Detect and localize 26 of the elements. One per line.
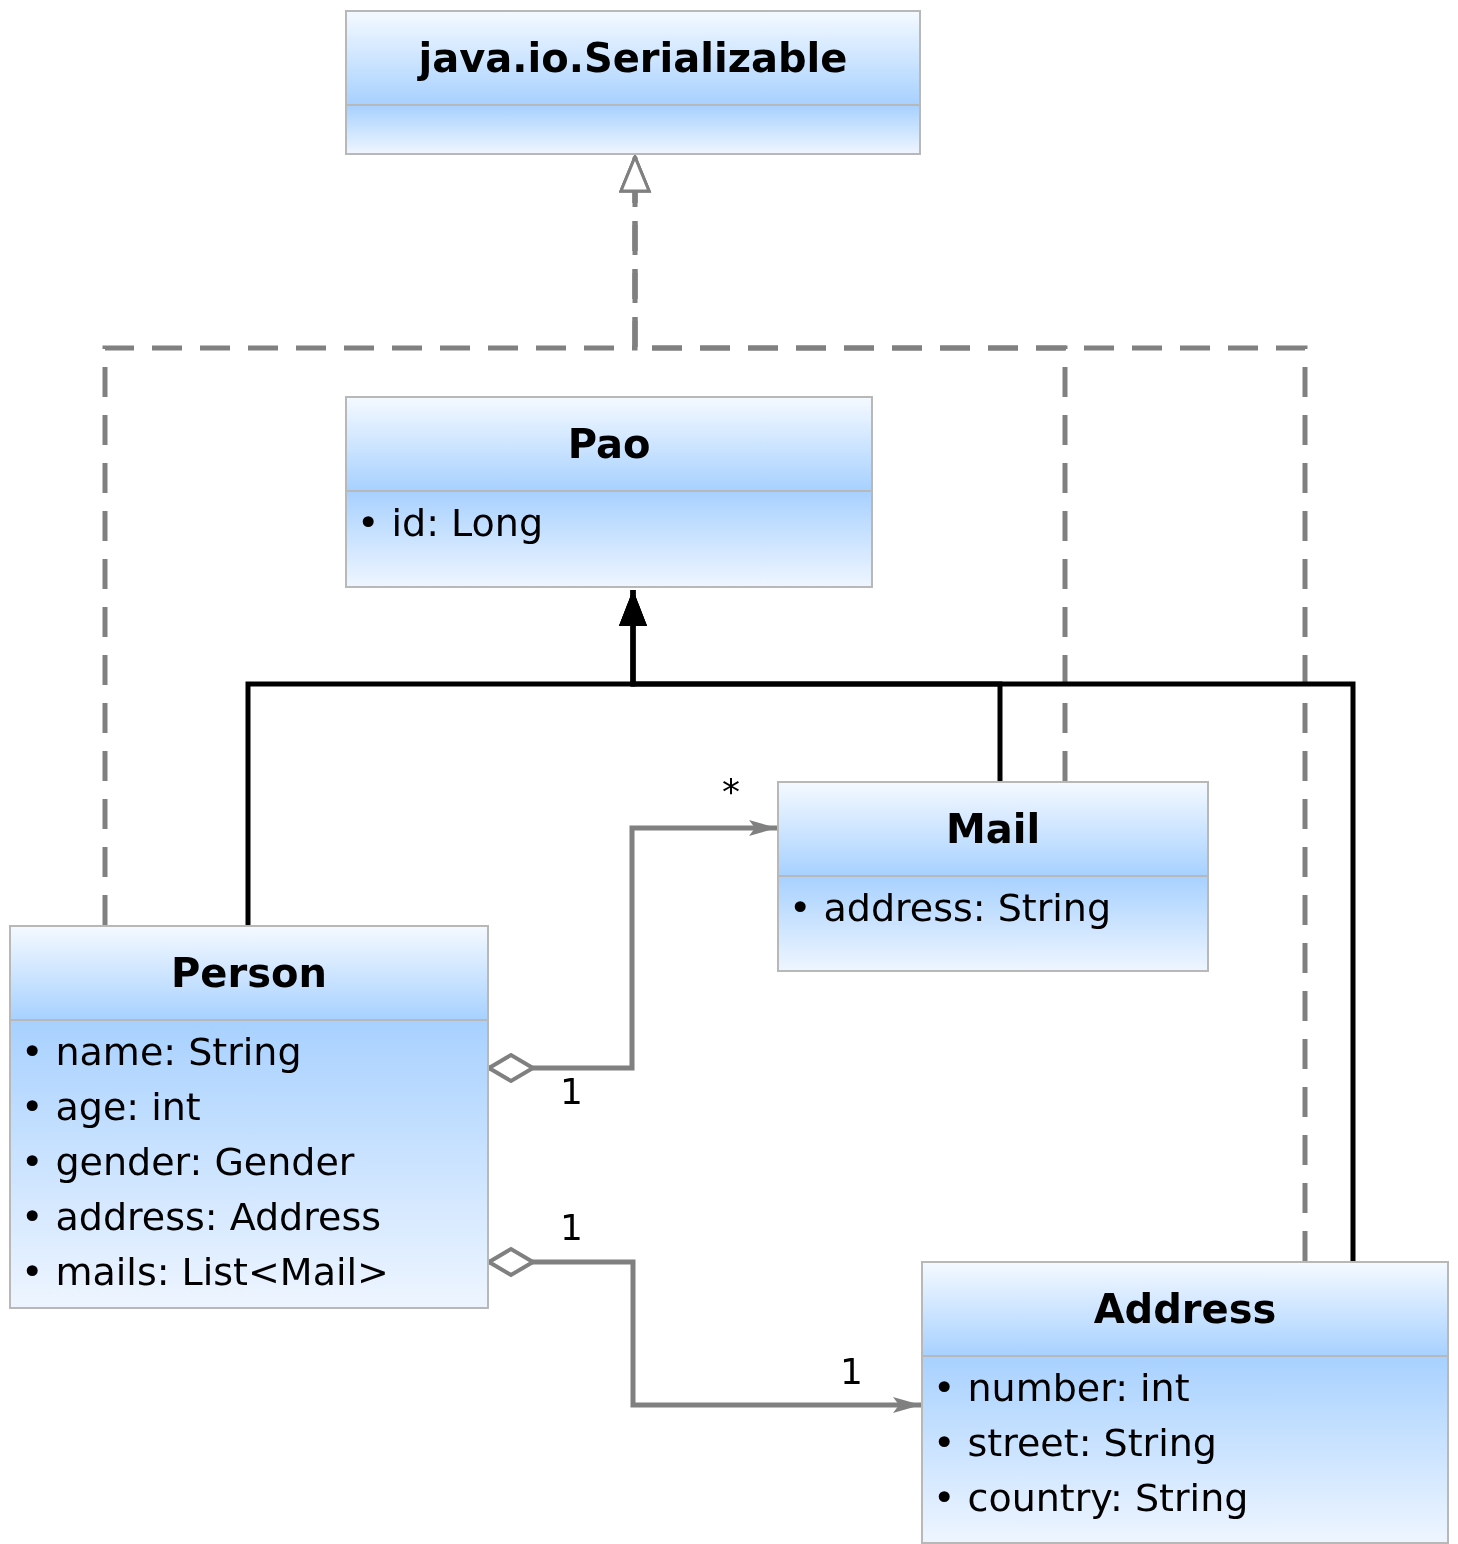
multiplicity-label: *	[722, 772, 740, 812]
class-name-header: Person	[11, 927, 487, 1021]
attribute-text: • number: int	[933, 1365, 1191, 1412]
class-name-header: Pao	[347, 398, 871, 492]
attribute-text: • address: String	[789, 885, 1113, 932]
attribute-text: • name: String	[21, 1029, 303, 1076]
attribute-text: • address: Address	[21, 1194, 382, 1241]
attribute-text: • id: Long	[357, 500, 544, 547]
multiplicity-label: 1	[840, 1352, 863, 1392]
attribute-text: • mails: List<Mail>	[21, 1249, 390, 1296]
class-name-header: Mail	[779, 783, 1207, 877]
realization-arrow	[619, 155, 1308, 1261]
attribute-text: • street: String	[933, 1420, 1218, 1467]
attribute-text: • country: String	[933, 1475, 1250, 1522]
class-box	[345, 396, 873, 588]
class-box	[921, 1261, 1449, 1544]
attribute-text: • age: int	[21, 1084, 202, 1131]
inheritance-arrow	[619, 590, 1356, 1261]
attribute-text: • gender: Gender	[21, 1139, 356, 1186]
class-box	[777, 781, 1209, 972]
class-name-header: java.io.Serializable	[347, 12, 919, 106]
class-box	[345, 10, 921, 155]
class-box	[9, 925, 489, 1309]
multiplicity-label: 1	[560, 1072, 583, 1112]
class-name-header: Address	[923, 1263, 1447, 1357]
multiplicity-label: 1	[560, 1208, 583, 1248]
